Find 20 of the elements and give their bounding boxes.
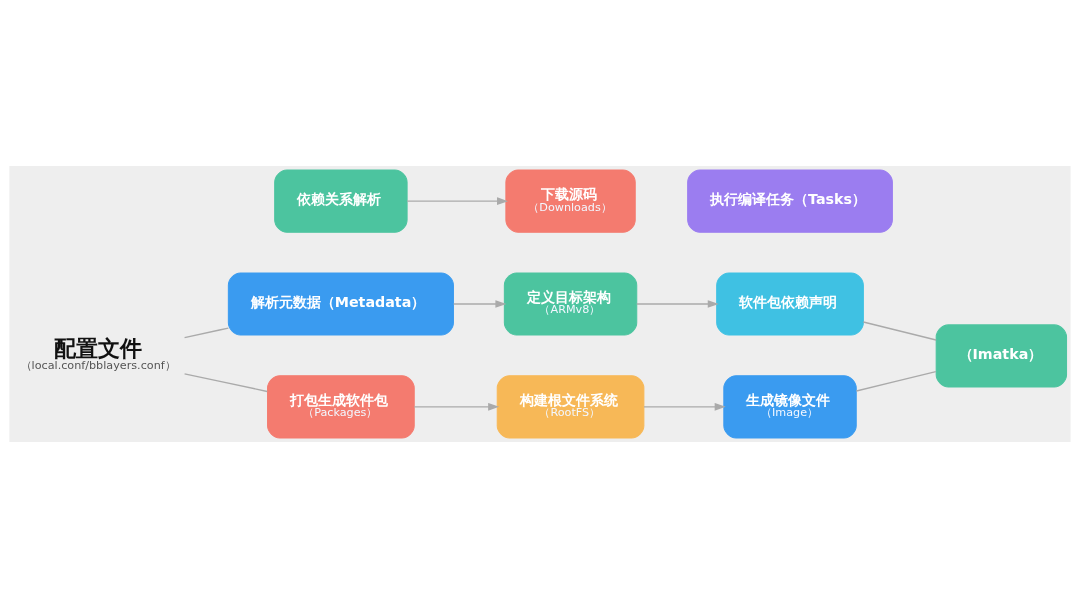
node-box: 软件包依赖声明 (716, 272, 864, 336)
arrow (643, 403, 726, 411)
node-box: 生成镜像文件 （Image） (723, 375, 857, 439)
node-box: 依赖关系解析 (274, 169, 408, 233)
arrow (406, 197, 509, 205)
node-box: （Imatka） (935, 324, 1068, 388)
node-box: 执行编译任务（Tasks） (687, 169, 893, 233)
node-box: 下载源码 （Downloads） (505, 169, 636, 233)
node-box: 构建根文件系统 （RootFS） (496, 375, 645, 439)
arrow (413, 403, 500, 411)
node-box: 定义目标架构 （ARMv8） (503, 272, 638, 336)
arrow (636, 300, 719, 308)
node-text: 配置文件 （local.conf/bblayers.conf） (20, 335, 176, 373)
arrow (453, 300, 507, 308)
node-box: 解析元数据（Metadata） (227, 272, 454, 336)
connector (862, 321, 937, 341)
connector (183, 373, 268, 393)
connector (855, 370, 937, 392)
connector (183, 327, 230, 339)
node-box: 打包生成软件包 （Packages） (267, 375, 415, 439)
